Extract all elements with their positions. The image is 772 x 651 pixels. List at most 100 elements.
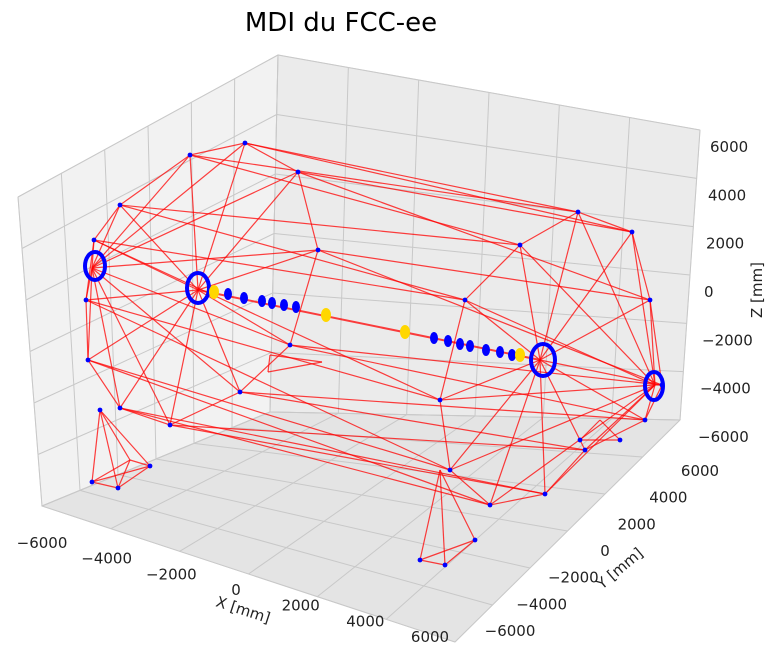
z-tick-label: 0 bbox=[704, 283, 714, 301]
frame-node bbox=[242, 140, 248, 146]
x-tick-label: 0 bbox=[231, 581, 241, 599]
frame-node bbox=[575, 209, 581, 215]
quadrupole-magnet bbox=[258, 295, 266, 307]
frame-spoke bbox=[464, 299, 541, 361]
frame-spoke bbox=[577, 211, 656, 386]
frame-node bbox=[115, 485, 121, 491]
support-leg bbox=[419, 559, 446, 566]
frame-spoke bbox=[91, 171, 299, 269]
frame-spoke bbox=[539, 359, 546, 495]
chart-title: MDI du FCC-ee bbox=[244, 8, 438, 38]
frame-node bbox=[287, 342, 293, 348]
grid-line bbox=[679, 129, 701, 421]
frame-spoke bbox=[91, 154, 191, 269]
frame-spoke bbox=[197, 289, 291, 346]
frame-spoke bbox=[119, 204, 199, 291]
quadrupole-magnet bbox=[430, 332, 438, 344]
frame-beam bbox=[244, 142, 579, 213]
frame-beam bbox=[169, 424, 586, 451]
beam-element bbox=[321, 308, 331, 322]
magnet-coil bbox=[185, 271, 211, 305]
frame-node bbox=[647, 297, 653, 303]
frame-beam bbox=[119, 407, 491, 506]
frame-spoke bbox=[489, 384, 656, 506]
frame-beam bbox=[239, 391, 646, 421]
quadrupole-magnet bbox=[268, 297, 276, 309]
z-tick-label: 6000 bbox=[710, 138, 748, 156]
frame-spoke bbox=[539, 299, 651, 361]
frame-node bbox=[117, 405, 123, 411]
frame-node bbox=[91, 237, 97, 243]
beam-element bbox=[209, 285, 219, 299]
frame-spoke bbox=[91, 267, 241, 393]
quadrupole-magnet bbox=[466, 340, 474, 352]
frame-node bbox=[167, 422, 173, 428]
quadrupole-magnet bbox=[292, 301, 300, 313]
frame-spoke bbox=[91, 267, 121, 409]
frame-beam bbox=[85, 299, 441, 401]
x-axis-label: X [mm] bbox=[214, 593, 273, 627]
frame-spoke bbox=[439, 384, 656, 401]
frame-spoke bbox=[489, 359, 541, 506]
frame-node bbox=[83, 297, 89, 303]
x-tick-label: −4000 bbox=[81, 550, 132, 568]
magnet-coil bbox=[83, 250, 107, 282]
x-tick-label: 2000 bbox=[282, 597, 320, 615]
frame-beam bbox=[244, 142, 633, 233]
grid-line bbox=[17, 54, 279, 198]
magnet-coil bbox=[529, 342, 557, 378]
frame-beam bbox=[297, 171, 651, 301]
frame-spoke bbox=[85, 267, 93, 301]
frame-node bbox=[295, 169, 301, 175]
magnet-coil bbox=[643, 370, 665, 402]
support-leg bbox=[99, 409, 151, 467]
support-leg bbox=[129, 459, 151, 467]
frame-node bbox=[517, 242, 523, 248]
support-leg bbox=[579, 419, 601, 441]
frame-spoke bbox=[91, 267, 171, 426]
z-tick-label: 4000 bbox=[708, 186, 746, 204]
support-leg bbox=[267, 354, 271, 373]
y-tick-label: −4000 bbox=[516, 595, 567, 613]
frame-node bbox=[487, 502, 493, 508]
frame-node bbox=[629, 229, 635, 235]
frame-beam bbox=[317, 249, 651, 301]
frame-node bbox=[97, 407, 103, 413]
frame-node bbox=[447, 467, 453, 473]
frame-spoke bbox=[539, 231, 633, 361]
frame-spoke bbox=[631, 231, 656, 386]
support-leg bbox=[419, 539, 476, 561]
frame-spoke bbox=[644, 384, 656, 421]
frame-node bbox=[582, 447, 588, 453]
quadrupole-magnet bbox=[496, 346, 504, 358]
frame-spoke bbox=[189, 154, 199, 291]
beam-element bbox=[515, 348, 525, 362]
grid-line bbox=[269, 411, 681, 421]
y-tick-label: 6000 bbox=[681, 462, 719, 480]
support-leg bbox=[269, 354, 323, 363]
frame-spoke bbox=[87, 267, 93, 361]
support-leg bbox=[99, 409, 131, 461]
frame-node bbox=[577, 437, 583, 443]
frame-node bbox=[187, 152, 193, 158]
frame-spoke bbox=[449, 359, 541, 471]
support-leg bbox=[91, 465, 151, 483]
support-leg bbox=[439, 469, 446, 566]
z-tick-label: 2000 bbox=[706, 235, 744, 253]
frame-beam bbox=[189, 154, 579, 213]
frame-node bbox=[315, 247, 321, 253]
frame-beam bbox=[289, 344, 663, 386]
frame-spoke bbox=[197, 171, 299, 291]
detector-frame bbox=[85, 142, 663, 566]
frame-spoke bbox=[197, 289, 241, 393]
z-tick-label: −4000 bbox=[700, 380, 751, 398]
support-leg bbox=[117, 459, 131, 489]
support-leg bbox=[439, 469, 476, 541]
frame-node bbox=[147, 463, 153, 469]
grid-line bbox=[611, 117, 631, 419]
frame-node bbox=[472, 537, 478, 543]
frame-beam bbox=[93, 239, 466, 301]
frame-beam bbox=[169, 424, 546, 495]
support-leg bbox=[419, 469, 441, 561]
frame-spoke bbox=[197, 249, 319, 291]
